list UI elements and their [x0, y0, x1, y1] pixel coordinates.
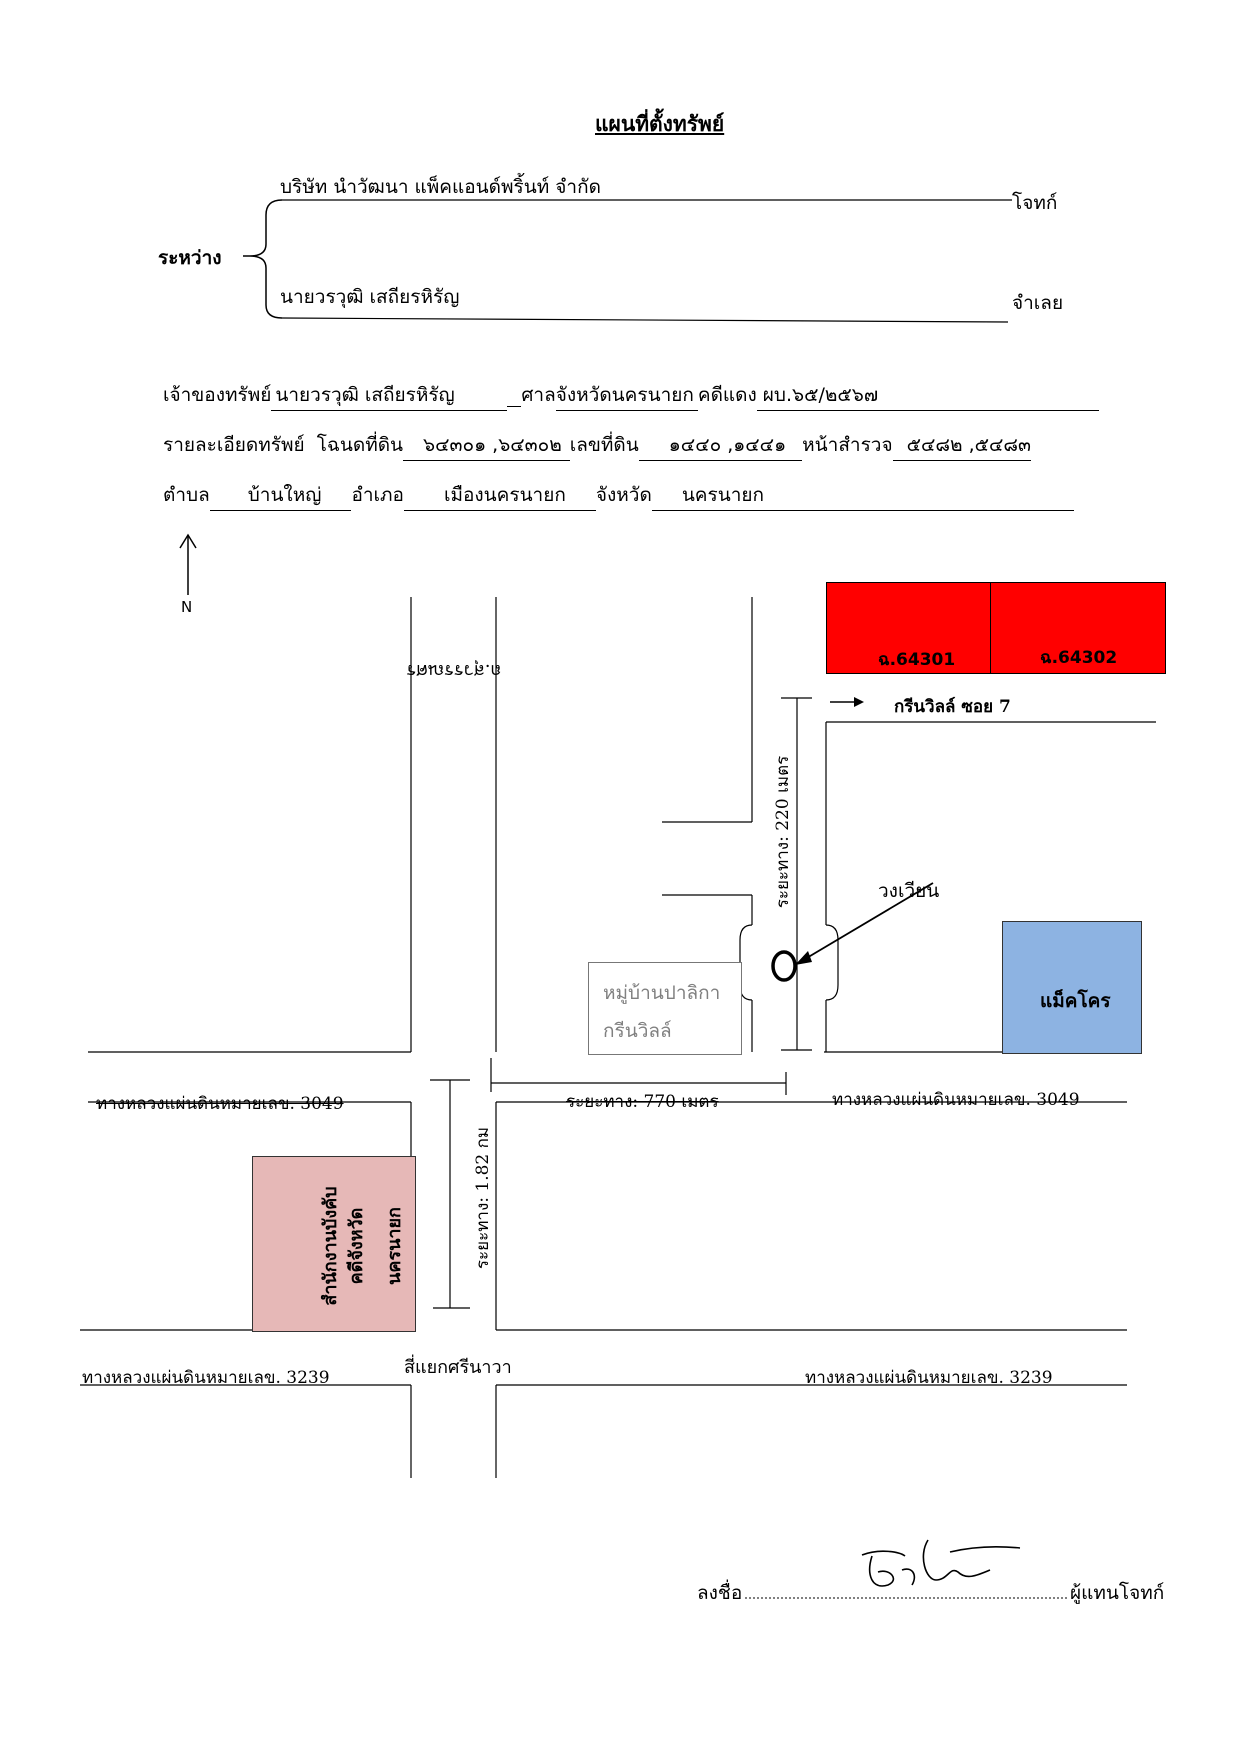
- subdistrict-label: ตำบล: [163, 484, 210, 506]
- between-label: ระหว่าง: [158, 247, 222, 269]
- village-line1: หมู่บ้านปาลิกา: [603, 982, 721, 1004]
- roundabout-marker: [771, 950, 797, 982]
- plaintiff-name: บริษัท นำวัฒนา แพ็คแอนด์พริ้นท์ จำกัด: [280, 176, 601, 198]
- subdistrict-value: บ้านใหญ่: [209, 480, 352, 511]
- roundabout-label: วงเวียน: [878, 880, 940, 902]
- detail-line-location: ตำบลบ้านใหญ่อำเภอเมืองนครนายกจังหวัดนครน…: [163, 480, 1074, 511]
- distance-220-label: ระยะทาง: 220 เมตร: [773, 755, 793, 909]
- distance-770-label: ระยะทาง: 770 เมตร: [566, 1092, 719, 1112]
- sign-label: ลงชื่อ: [697, 1582, 743, 1604]
- deed-label: โฉนดที่ดิน: [316, 434, 404, 456]
- north-label: N: [181, 598, 193, 616]
- highway-3239-left: ทางหลวงแผ่นดินหมายเลข. 3239: [82, 1368, 330, 1388]
- office-line3: นครนายก: [384, 1207, 405, 1285]
- survey-label: หน้าสำรวจ: [802, 434, 893, 456]
- page-title: แผนที่ตั้งทรัพย์: [595, 112, 725, 136]
- between-brace: [249, 199, 283, 319]
- signature-scribble: [861, 1539, 1021, 1587]
- land-no-value: ๑๔๔๐ ,๑๔๔๑: [638, 430, 803, 461]
- defendant-name: นายวรวุฒิ เสถียรหิรัญ: [280, 286, 460, 308]
- plot1-label: ฉ.64301: [878, 650, 956, 670]
- makro-label: แม็คโคร: [1040, 990, 1111, 1012]
- plot2-label: ฉ.64302: [1040, 648, 1118, 668]
- road-suwannason-label: ถ.สุวรรณศร: [406, 660, 502, 681]
- owner-value: นายวรวุฒิ เสถียรหิรัญ: [271, 380, 508, 411]
- makro-building: [1002, 921, 1142, 1054]
- property-label: รายละเอียดทรัพย์: [163, 434, 305, 456]
- plot-64302: [990, 582, 1166, 674]
- office-line2: คดีจังหวัด: [346, 1207, 367, 1285]
- village-line2: กรีนวิลล์: [603, 1020, 672, 1042]
- deed-value: ๖๔๓๐๑ ,๖๔๓๐๒: [403, 430, 570, 461]
- soi-label: กรีนวิลล์ ซอย 7: [894, 697, 1011, 717]
- highway-3049-left: ทางหลวงแผ่นดินหมายเลข. 3049: [96, 1094, 344, 1114]
- case-value: ผบ.๖๕/๒๕๖๗: [756, 380, 1099, 411]
- plot-64301: [826, 582, 991, 674]
- signature-role: ผู้แทนโจทก์: [1070, 1582, 1165, 1604]
- office-line1: สำนักงานบังคับ: [320, 1186, 341, 1306]
- defendant-role: จำเลย: [1012, 292, 1064, 314]
- court-value: จังหวัดนครนายก: [555, 380, 698, 411]
- distance-182-label: ระยะทาง: 1.82 กม: [473, 1126, 493, 1270]
- village-box: [588, 962, 742, 1055]
- highway-3049-right: ทางหลวงแผ่นดินหมายเลข. 3049: [832, 1090, 1080, 1110]
- district-label: อำเภอ: [351, 484, 404, 506]
- intersection-label: สี่แยกศรีนาวา: [404, 1357, 512, 1378]
- office-building: [252, 1156, 416, 1332]
- province-value: นครนายก: [651, 480, 1074, 511]
- detail-line-property: รายละเอียดทรัพย์ โฉนดที่ดิน๖๔๓๐๑ ,๖๔๓๐๒เ…: [163, 430, 1032, 461]
- plaintiff-role: โจทก์: [1012, 192, 1058, 214]
- survey-value: ๕๔๘๒ ,๕๔๘๓: [892, 430, 1032, 461]
- court-label: ศาล: [521, 384, 556, 406]
- province-label: จังหวัด: [595, 484, 652, 506]
- case-label: คดีแดง: [697, 384, 757, 406]
- district-value: เมืองนครนายก: [403, 480, 596, 511]
- owner-label: เจ้าของทรัพย์: [163, 384, 272, 406]
- highway-3239-right: ทางหลวงแผ่นดินหมายเลข. 3239: [805, 1368, 1053, 1388]
- land-no-label: เลขที่ดิน: [569, 434, 639, 456]
- detail-line-owner: เจ้าของทรัพย์นายวรวุฒิ เสถียรหิรัญ ศาลจั…: [163, 380, 1099, 411]
